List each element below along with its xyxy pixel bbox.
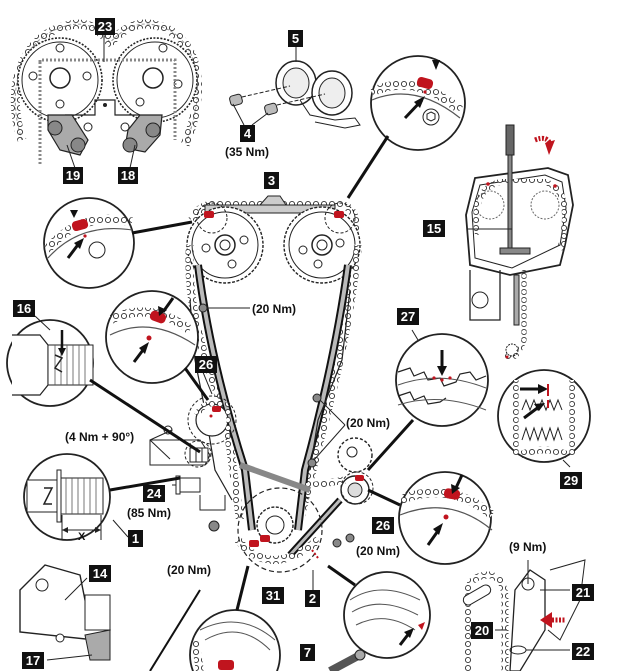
sprocket-pair-part <box>229 46 361 129</box>
oilpump-drive-detail <box>462 559 586 671</box>
tensioner-lock-detail <box>6 315 201 454</box>
torque-spec-lower-left: (20 Nm) <box>167 563 212 577</box>
callout-26-lower: 26 <box>372 517 394 534</box>
torque-spec-4: (35 Nm) <box>225 145 270 159</box>
cam-mark-detail-left <box>43 197 193 289</box>
torque-spec-oilpump: (9 Nm) <box>509 540 547 554</box>
callout-19: 19 <box>63 167 83 184</box>
torque-spec-24: (85 Nm) <box>127 506 172 520</box>
torque-spec-guide-right: (20 Nm) <box>346 416 391 430</box>
callout-1: 1 <box>128 530 143 547</box>
callout-27: 27 <box>397 308 419 325</box>
idler-mark-detail <box>367 471 495 565</box>
main-timing-chain-assembly <box>149 195 374 573</box>
callout-15: 15 <box>423 220 445 237</box>
cover-screwdriver-inset <box>465 124 574 361</box>
callout-2: 2 <box>305 590 320 607</box>
callout-31: 31 <box>262 587 284 604</box>
cam-mark-detail-right <box>346 55 466 199</box>
tensioner-part-14 <box>19 564 111 661</box>
torque-spec-lower-right: (20 Nm) <box>356 544 401 558</box>
callout-22: 22 <box>572 643 594 660</box>
callout-17: 17 <box>22 652 44 669</box>
bolt-part-7 <box>328 649 366 671</box>
callout-14: 14 <box>89 565 111 582</box>
torque-spec-tensioner-bolts: (4 Nm + 90°) <box>65 430 135 444</box>
crank-mark-detail-2 <box>312 564 431 659</box>
callout-24: 24 <box>143 485 165 502</box>
callout-23: 23 <box>95 18 115 35</box>
callout-3: 3 <box>264 172 279 189</box>
callout-18: 18 <box>118 167 138 184</box>
torque-spec-guide-upper: (20 Nm) <box>252 302 297 316</box>
callout-21: 21 <box>572 584 594 601</box>
oilpump-mark-detail-29 <box>497 369 591 468</box>
camshaft-sprockets-inset <box>10 19 202 169</box>
dimension-x-label: X <box>78 531 86 543</box>
crank-mark-detail-31 <box>149 565 281 671</box>
callout-5: 5 <box>288 30 303 47</box>
callout-29: 29 <box>560 472 582 489</box>
tensioner-dimension-detail <box>23 453 181 541</box>
callout-7: 7 <box>300 644 315 661</box>
callout-16: 16 <box>13 300 35 317</box>
callout-26-upper: 26 <box>195 356 217 373</box>
gear-mark-detail-27 <box>366 329 489 472</box>
callout-20: 20 <box>471 622 493 639</box>
callout-4: 4 <box>240 125 255 142</box>
